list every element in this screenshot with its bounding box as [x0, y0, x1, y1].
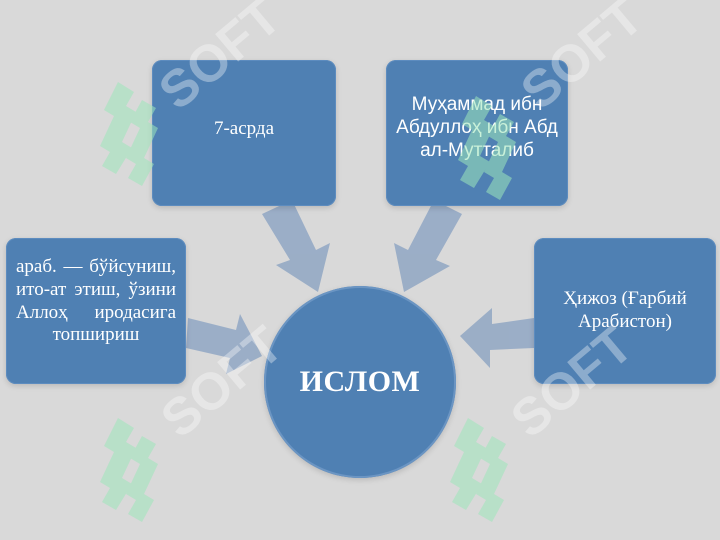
center-node-label: ИСЛОМ	[299, 365, 421, 398]
node-founder: Муҳаммад ибн Абдуллоҳ ибн Абд ал-Муттали…	[386, 60, 568, 206]
node-meaning: араб. — бўйсуниш, ито-ат этиш, ўзини Алл…	[6, 238, 186, 384]
node-founder-label: Муҳаммад ибн Абдуллоҳ ибн Абд ал-Муттали…	[396, 94, 558, 161]
arrow-left	[186, 314, 262, 374]
arrow-right	[460, 308, 534, 368]
arrow-top-right	[394, 200, 462, 292]
arrow-top-left	[262, 200, 330, 292]
node-place: Ҳижоз (Ғарбий Арабистон)	[534, 238, 716, 384]
node-time-period: 7-асрда	[152, 60, 336, 206]
node-time-period-label: 7-асрда	[213, 118, 275, 139]
node-meaning-label: араб. — бўйсуниш, ито-ат этиш, ўзини Алл…	[16, 256, 176, 346]
node-place-label: Ҳижоз (Ғарбий Арабистон)	[563, 288, 687, 332]
center-node-islam: ИСЛОМ	[264, 286, 456, 478]
